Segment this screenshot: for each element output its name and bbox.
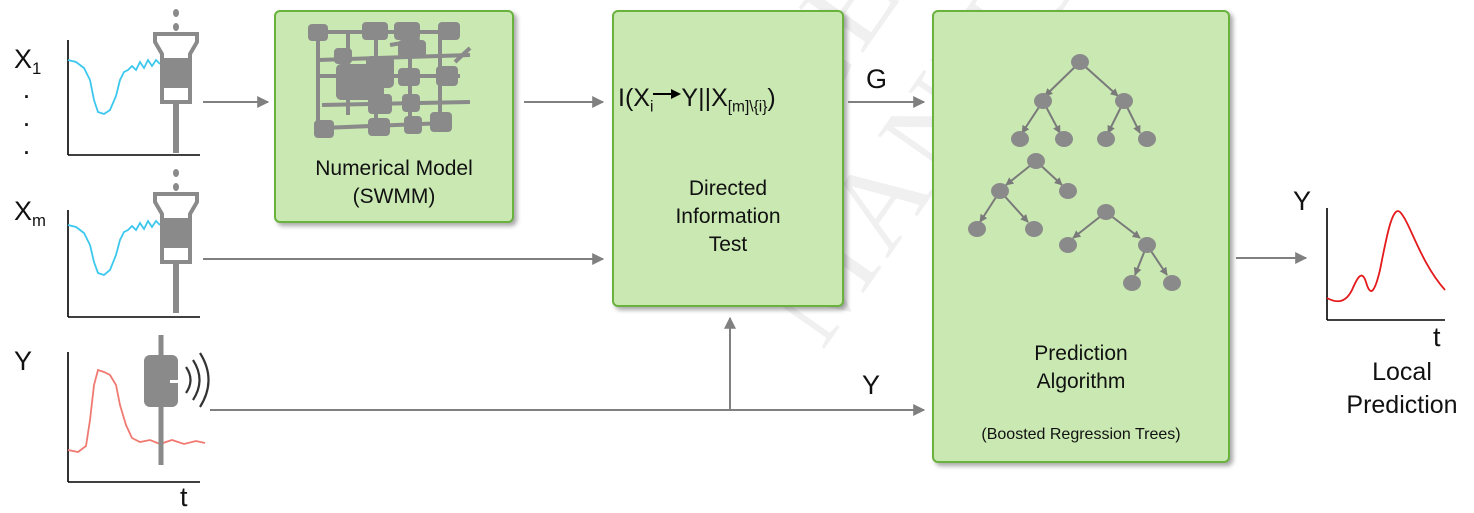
numerical-model-label: Numerical Model (SWMM) [274, 155, 514, 211]
label-y-input: Y [14, 346, 33, 376]
local-prediction-label: Local Prediction [1330, 356, 1474, 422]
rain-gauge-icon [153, 9, 199, 153]
sensor-x1-plot [67, 40, 200, 156]
upstream-signal-x1 [67, 58, 161, 115]
label-xm: Xm [14, 196, 46, 231]
di-line-3: Test [708, 233, 748, 256]
label-x1-sub: 1 [32, 58, 42, 78]
formula-sub-i: i [649, 98, 654, 116]
label-time-axis: t [180, 482, 188, 512]
directed-information-test-box [612, 10, 844, 307]
stormwater-network-icon [308, 22, 472, 138]
downstream-signal-y [67, 368, 206, 453]
numerical-model-subtitle: (SWMM) [352, 185, 436, 208]
label-xm-sub: m [32, 210, 46, 230]
local-prediction-line-2: Prediction [1346, 391, 1458, 419]
formula-arrow [653, 77, 682, 106]
rain-gauge-icon [153, 169, 199, 313]
label-xm-base: X [14, 196, 33, 226]
sensor-y-plot [67, 352, 206, 483]
edge-label-g: G [866, 64, 888, 94]
level-sensor-icon [144, 335, 210, 465]
formula-part-c: ) [767, 84, 776, 112]
formula-part-a: I(X [618, 84, 650, 112]
directed-information-label: Directed Information Test [612, 175, 844, 259]
flow-arrows [203, 96, 1308, 416]
prediction-line-2: Algorithm [1036, 370, 1126, 393]
formula-arrow-icon [653, 89, 682, 99]
label-x1: X1 [14, 44, 41, 79]
prediction-algorithm-note: (Boosted Regression Trees) [981, 426, 1181, 443]
regression-trees-icon [968, 54, 1181, 291]
output-t-label: t [1433, 322, 1441, 352]
local-prediction-line-1: Local [1372, 358, 1432, 386]
output-y-label: Y [1293, 186, 1312, 216]
directed-information-formula: I(Xi Y||X[m]\{i}) [618, 84, 776, 116]
formula-sub-conditioning: [m]\{i} [727, 98, 768, 116]
di-line-2: Information [675, 205, 781, 228]
ellipsis-dot: · [22, 80, 31, 110]
prediction-signal [1326, 210, 1446, 303]
di-line-1: Directed [688, 177, 768, 200]
label-x1-base: X [14, 44, 33, 74]
numerical-model-title: Numerical Model [315, 157, 473, 180]
sensor-xm-plot [67, 210, 200, 318]
ellipsis-dot: · [22, 108, 31, 138]
edge-label-y: Y [862, 370, 881, 400]
prediction-line-1: Prediction [1034, 342, 1128, 365]
ellipsis-dot: · [22, 136, 31, 166]
formula-part-b: Y||X [681, 84, 728, 112]
local-prediction-plot [1326, 208, 1446, 321]
prediction-algorithm-label: Prediction Algorithm [932, 340, 1230, 396]
upstream-signal-xm [67, 219, 161, 277]
